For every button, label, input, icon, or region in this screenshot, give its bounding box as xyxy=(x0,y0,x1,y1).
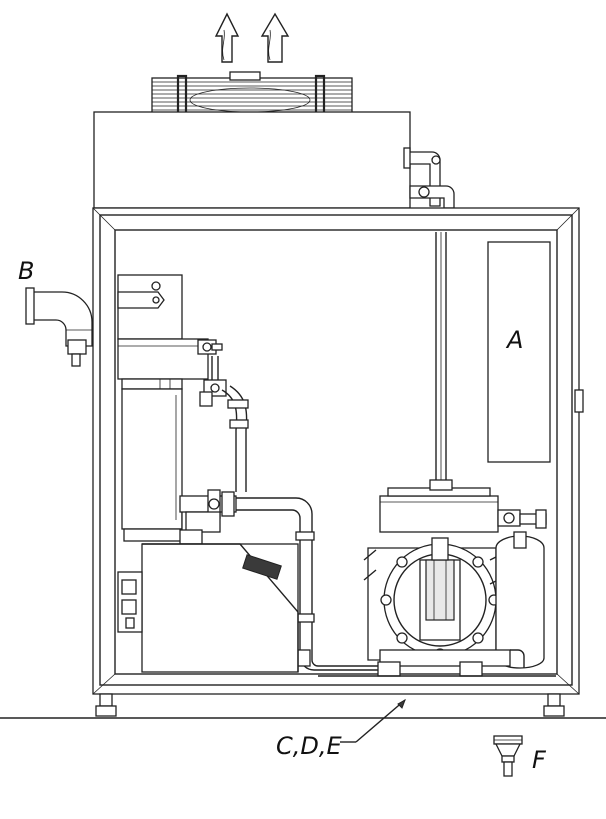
cabinet-feet xyxy=(95,693,565,717)
condenser-outlet-piping xyxy=(403,147,455,209)
condenser-housing xyxy=(93,111,411,209)
label-cde: C,D,E xyxy=(276,732,342,760)
water-inlet-elbow xyxy=(25,287,93,367)
refrigerant-pipe xyxy=(236,497,380,671)
compressor xyxy=(363,479,507,661)
evaporator-assembly xyxy=(117,274,209,542)
bottom-pipe-run xyxy=(318,649,556,677)
label-a: A xyxy=(505,326,523,354)
liquid-receiver xyxy=(495,509,547,669)
airflow-arrow-left xyxy=(214,12,240,63)
label-f: F xyxy=(532,746,547,774)
lower-storage-box xyxy=(117,543,299,673)
vertical-rod xyxy=(435,232,447,500)
airflow-arrow-right xyxy=(260,12,290,63)
label-b: B xyxy=(18,257,34,285)
condenser-fan-grille xyxy=(151,71,353,118)
cde-leader-line xyxy=(340,698,406,743)
mid-valve-assembly xyxy=(179,489,237,545)
water-hose xyxy=(221,385,249,492)
inlet-valve-cluster xyxy=(197,339,227,407)
drain-fitting xyxy=(493,735,523,777)
electrical-panel xyxy=(487,241,551,463)
